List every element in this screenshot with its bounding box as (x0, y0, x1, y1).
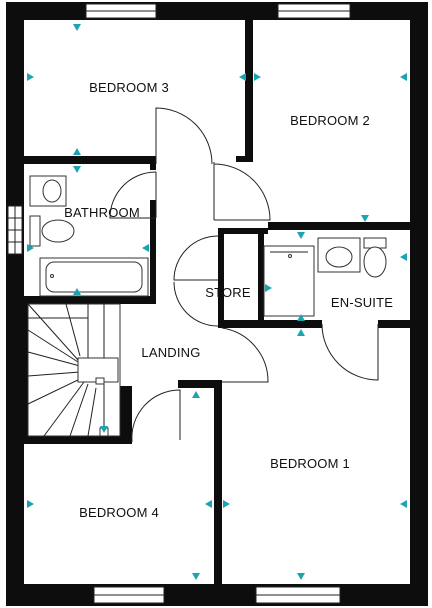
marker (297, 232, 305, 239)
room-label-bedroom-1: BEDROOM 1 (270, 456, 350, 471)
marker (223, 500, 230, 508)
marker (27, 244, 34, 252)
interior-walls (24, 20, 410, 584)
room-label-landing: LANDING (141, 345, 200, 360)
room-label-bedroom-3: BEDROOM 3 (89, 80, 169, 95)
bathroom-toilet (29, 215, 75, 247)
staircase (27, 303, 121, 437)
marker (265, 284, 272, 292)
window-bathroom (7, 205, 23, 255)
room-label-en-suite: EN-SUITE (331, 295, 393, 310)
windows (7, 3, 351, 604)
window-bedroom-3 (85, 3, 157, 19)
marker (400, 253, 407, 261)
marker (297, 314, 305, 321)
marker (192, 391, 200, 398)
dimension-markers (27, 24, 407, 580)
marker (361, 215, 369, 222)
marker (205, 500, 212, 508)
marker (100, 426, 108, 433)
marker (297, 573, 305, 580)
room-label-bathroom: BATHROOM (64, 205, 140, 220)
bathroom-sink (29, 175, 67, 207)
marker (400, 500, 407, 508)
ensuite-sink (317, 237, 361, 273)
window-bedroom-2 (277, 3, 351, 19)
ensuite-fixtures (263, 237, 387, 317)
room-label-bedroom-2: BEDROOM 2 (290, 113, 370, 128)
marker (73, 288, 81, 295)
room-labels: BEDROOM 3 BEDROOM 2 BATHROOM STORE EN-SU… (64, 80, 393, 520)
bathroom-fixtures (29, 175, 149, 297)
marker (73, 166, 81, 173)
marker (73, 24, 81, 31)
marker (73, 148, 81, 155)
room-label-bedroom-4: BEDROOM 4 (79, 505, 159, 520)
ensuite-shower (263, 245, 315, 317)
marker (400, 73, 407, 81)
window-bedroom-1 (255, 586, 341, 604)
marker (142, 244, 149, 252)
ensuite-toilet (363, 237, 387, 278)
marker (254, 73, 261, 81)
marker (297, 329, 305, 336)
marker (192, 573, 200, 580)
marker (239, 73, 246, 81)
marker (27, 500, 34, 508)
marker (27, 73, 34, 81)
window-bedroom-4 (93, 586, 165, 604)
room-label-store: STORE (205, 285, 251, 300)
doors (109, 107, 379, 443)
bathroom-bath (39, 257, 149, 297)
